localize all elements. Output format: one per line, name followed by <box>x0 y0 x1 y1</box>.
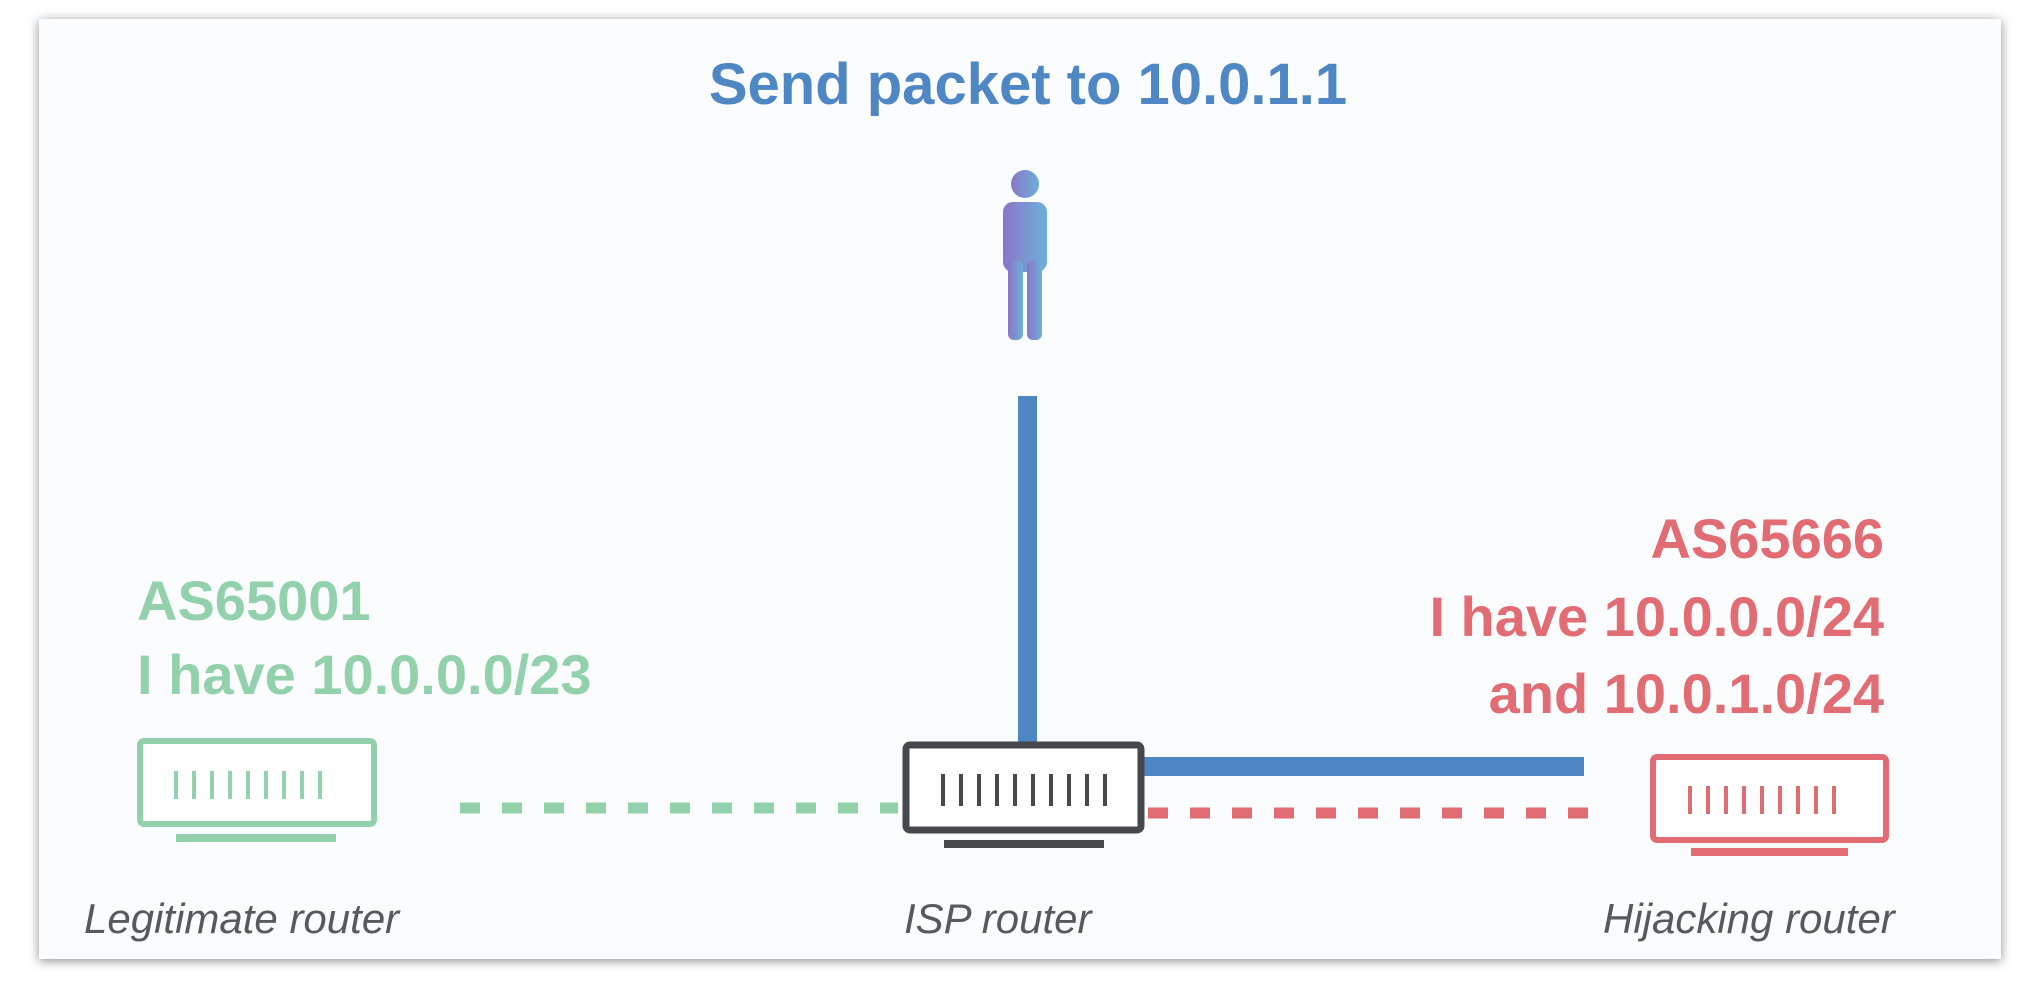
legitimate-router-icon <box>137 738 377 842</box>
hijacking-router-icon <box>1650 754 1889 856</box>
hijacking-router-label: Hijacking router <box>1603 895 1897 942</box>
isp-router-label: ISP router <box>904 895 1094 942</box>
legitimate-as-number: AS65001 <box>137 569 371 632</box>
person-icon <box>1003 170 1047 340</box>
diagram-title: Send packet to 10.0.1.1 <box>709 52 1347 117</box>
legitimate-announcement: I have 10.0.0.0/23 <box>137 643 592 706</box>
hijacker-as-number: AS65666 <box>1650 507 1884 570</box>
isp-to-hijacker-traffic-link <box>1140 757 1584 776</box>
user-to-isp-link <box>1018 396 1037 748</box>
isp-router-icon <box>902 741 1145 848</box>
hijacker-announcement-line1: I have 10.0.0.0/24 <box>1429 585 1884 648</box>
legitimate-router-label: Legitimate router <box>84 895 401 942</box>
hijacker-announcement-line2: and 10.0.1.0/24 <box>1489 662 1884 725</box>
